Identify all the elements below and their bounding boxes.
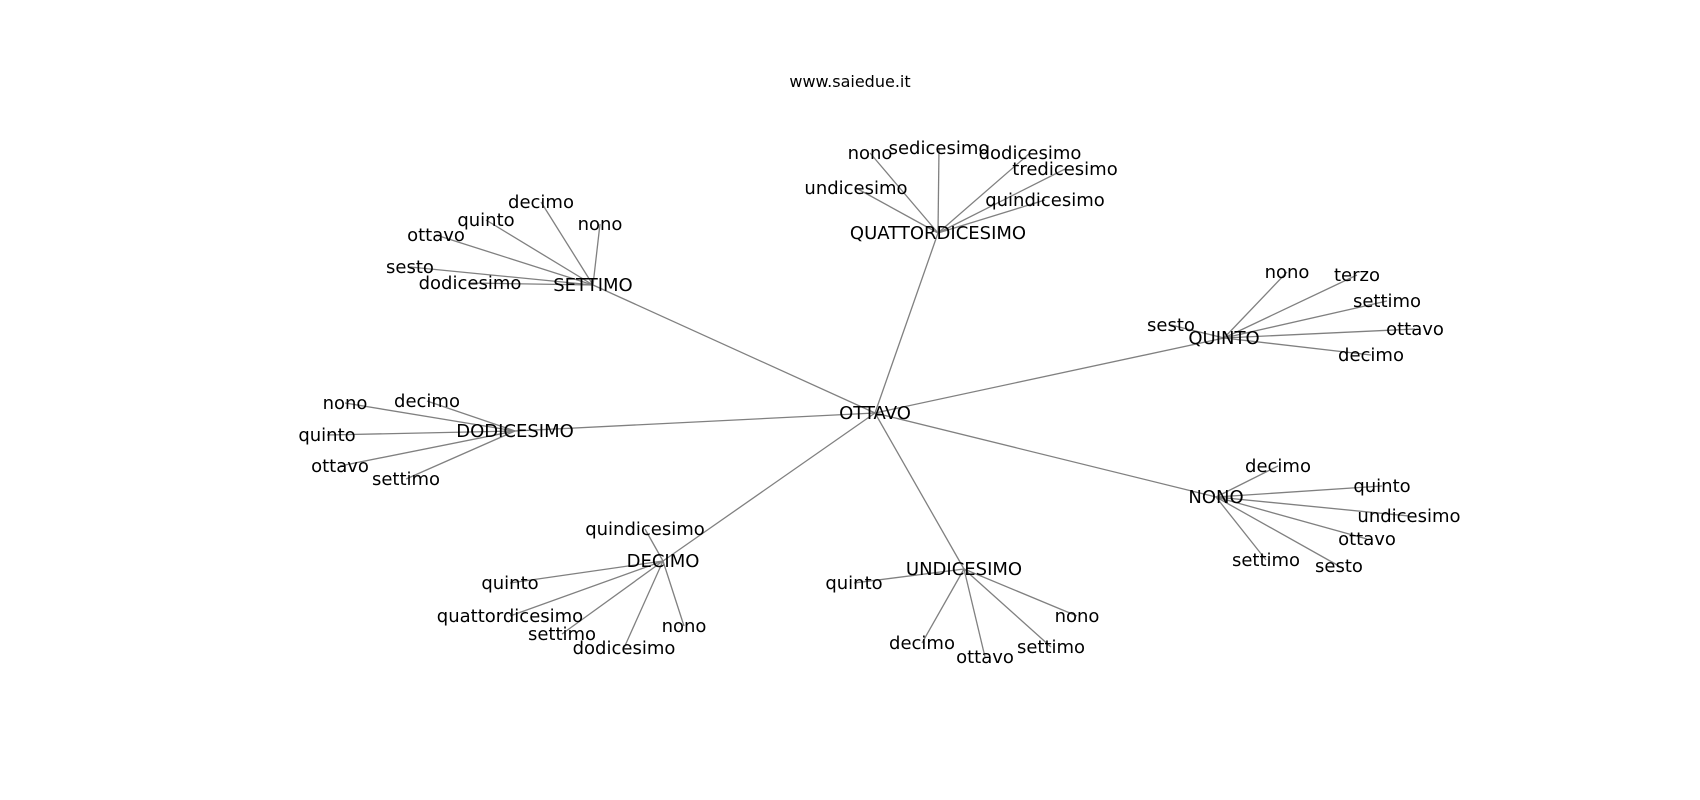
hub-label-undicesimo: UNDICESIMO — [906, 559, 1022, 580]
leaf-label-nono-undicesimo: undicesimo — [1357, 506, 1460, 527]
leaf-label-quinto-nono: nono — [1265, 262, 1310, 283]
edge-root-settimo — [592, 284, 876, 414]
edge-dodicesimo-settimo — [405, 430, 516, 480]
leaf-label-undicesimo-decimo: decimo — [889, 633, 955, 654]
edges-layer — [326, 147, 1416, 658]
edge-decimo-nono — [662, 560, 685, 627]
leaf-label-decimo-quattordicesimo: quattordicesimo — [437, 606, 583, 627]
leaf-label-nono-decimo: decimo — [1245, 456, 1311, 477]
leaf-label-dodicesimo-decimo: decimo — [394, 391, 460, 412]
edge-settimo-sesto — [409, 266, 594, 286]
edge-dodicesimo-nono — [344, 402, 516, 432]
hub-label-settimo: SETTIMO — [553, 275, 632, 296]
root-label: OTTAVO — [839, 403, 911, 424]
leaf-label-settimo-quinto: quinto — [457, 210, 514, 231]
edge-settimo-nono — [592, 223, 601, 286]
leaf-label-quattordicesimo-nono: nono — [848, 143, 893, 164]
edge-quinto-sesto — [1170, 324, 1225, 339]
edge-undicesimo-decimo — [921, 568, 965, 644]
edge-nono-sesto — [1215, 496, 1340, 567]
leaf-label-quattordicesimo-dodicesimo: dodicesimo — [979, 143, 1082, 164]
leaf-label-undicesimo-nono: nono — [1055, 606, 1100, 627]
leaf-label-settimo-decimo: decimo — [508, 192, 574, 213]
leaf-label-dodicesimo-nono: nono — [323, 393, 368, 414]
edge-undicesimo-ottavo — [963, 568, 986, 658]
edge-undicesimo-settimo — [963, 568, 1052, 648]
leaf-label-dodicesimo-quinto: quinto — [298, 425, 355, 446]
leaf-label-nono-settimo: settimo — [1232, 550, 1300, 571]
edge-settimo-ottavo — [435, 234, 594, 286]
leaf-label-settimo-ottavo: ottavo — [407, 225, 465, 246]
edge-quattordicesimo-nono — [869, 152, 939, 234]
edge-root-quinto — [874, 337, 1225, 414]
hub-label-quinto: QUINTO — [1188, 328, 1259, 349]
leaf-label-quattordicesimo-undicesimo: undicesimo — [804, 178, 907, 199]
edge-nono-settimo — [1215, 496, 1267, 561]
leaf-label-decimo-quindicesimo: quindicesimo — [585, 519, 705, 540]
leaf-label-decimo-quinto: quinto — [481, 573, 538, 594]
edge-settimo-decimo — [540, 201, 594, 286]
credit-text: www.saiedue.it — [789, 72, 910, 91]
edge-settimo-quinto — [485, 219, 594, 286]
leaf-label-undicesimo-settimo: settimo — [1017, 637, 1085, 658]
leaf-label-quattordicesimo-sedicesimo: sedicesimo — [889, 138, 990, 159]
edge-undicesimo-quinto — [853, 568, 965, 584]
edge-root-undicesimo — [874, 412, 965, 570]
edge-quinto-settimo — [1223, 300, 1388, 339]
hub-label-dodicesimo: DODICESIMO — [456, 421, 574, 442]
edge-root-dodicesimo — [514, 412, 876, 432]
leaf-label-dodicesimo-ottavo: ottavo — [311, 456, 369, 477]
edge-undicesimo-nono — [963, 568, 1078, 617]
edge-settimo-dodicesimo — [469, 282, 594, 286]
edge-quinto-terzo — [1223, 274, 1358, 339]
leaf-label-nono-sesto: sesto — [1315, 556, 1363, 577]
edge-nono-quinto — [1215, 485, 1383, 498]
leaf-label-decimo-dodicesimo: dodicesimo — [573, 638, 676, 659]
leaf-label-undicesimo-ottavo: ottavo — [956, 647, 1014, 668]
edge-nono-undicesimo — [1215, 496, 1410, 517]
hub-label-nono: NONO — [1188, 487, 1243, 508]
edge-decimo-quattordicesimo — [509, 560, 664, 617]
edge-quinto-nono — [1223, 271, 1288, 339]
edge-quinto-ottavo — [1223, 328, 1416, 339]
edge-decimo-dodicesimo — [623, 560, 664, 649]
hub-label-quattordicesimo: QUATTORDICESIMO — [850, 223, 1026, 244]
edge-root-decimo — [662, 412, 876, 562]
edge-root-nono — [874, 412, 1217, 498]
labels-layer: nonosedicesimododicesimotredicesimoundic… — [298, 138, 1460, 668]
leaf-label-dodicesimo-settimo: settimo — [372, 469, 440, 490]
leaf-label-nono-ottavo: ottavo — [1338, 529, 1396, 550]
leaf-label-quinto-decimo: decimo — [1338, 345, 1404, 366]
leaf-label-quinto-sesto: sesto — [1147, 315, 1195, 336]
leaf-label-settimo-sesto: sesto — [386, 257, 434, 278]
leaf-label-quinto-terzo: terzo — [1334, 265, 1380, 286]
edge-quattordicesimo-sedicesimo — [937, 147, 940, 234]
edge-dodicesimo-quinto — [326, 430, 516, 436]
leaf-label-quattordicesimo-tredicesimo: tredicesimo — [1012, 159, 1117, 180]
leaf-label-undicesimo-quinto: quinto — [825, 573, 882, 594]
leaf-label-quinto-settimo: settimo — [1353, 291, 1421, 312]
edge-quattordicesimo-quindicesimo — [937, 199, 1046, 234]
leaf-label-nono-quinto: quinto — [1353, 476, 1410, 497]
leaf-label-settimo-dodicesimo: dodicesimo — [419, 273, 522, 294]
leaf-label-decimo-nono: nono — [662, 616, 707, 637]
leaf-label-decimo-settimo: settimo — [528, 624, 596, 645]
edge-dodicesimo-decimo — [426, 400, 516, 432]
edge-root-quattordicesimo — [874, 232, 939, 414]
edge-quattordicesimo-undicesimo — [855, 187, 939, 234]
edge-decimo-settimo — [561, 560, 664, 635]
edge-nono-decimo — [1215, 465, 1279, 498]
edge-quinto-decimo — [1223, 337, 1372, 356]
hub-label-decimo: DECIMO — [627, 551, 700, 572]
leaf-label-settimo-nono: nono — [578, 214, 623, 235]
edge-decimo-quindicesimo — [644, 528, 664, 562]
leaf-label-quinto-ottavo: ottavo — [1386, 319, 1444, 340]
leaf-label-quattordicesimo-quindicesimo: quindicesimo — [985, 190, 1105, 211]
edge-quattordicesimo-dodicesimo — [937, 152, 1031, 234]
edge-decimo-quinto — [509, 560, 664, 584]
edge-dodicesimo-ottavo — [339, 430, 516, 467]
edge-nono-ottavo — [1215, 496, 1368, 540]
edge-quattordicesimo-tredicesimo — [937, 168, 1066, 234]
